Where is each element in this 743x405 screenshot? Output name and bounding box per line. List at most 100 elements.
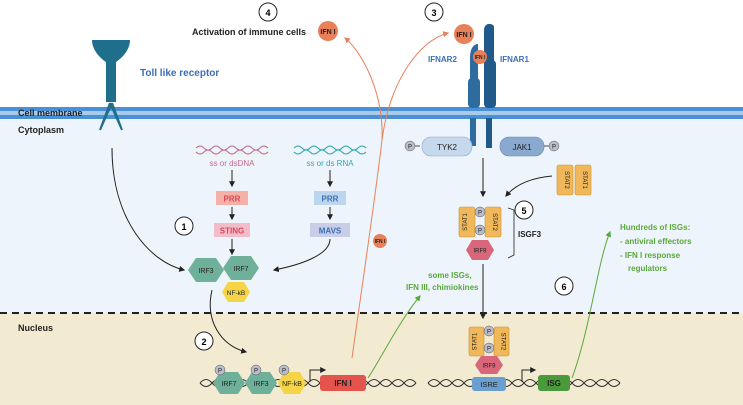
svg-text:IRF9: IRF9 — [473, 249, 487, 255]
tlr-label: Toll like receptor — [140, 68, 219, 79]
svg-text:IRF7: IRF7 — [233, 266, 248, 273]
svg-text:NF-kB: NF-kB — [282, 381, 302, 388]
jak1-kinase: JAK1 — [499, 136, 545, 157]
phospho-tyk2: P — [404, 140, 420, 152]
dna-label: ss or dsDNA — [210, 159, 256, 168]
nucleus-label: Nucleus — [18, 323, 53, 333]
svg-text:P: P — [282, 369, 286, 375]
irf3-protein: IRF3 — [188, 258, 224, 282]
isg-tss-arrow — [521, 367, 537, 382]
dna-strand-2 — [195, 149, 269, 155]
svg-text:ISG: ISG — [547, 379, 561, 388]
svg-text:IFN I: IFN I — [475, 55, 486, 61]
phospho-jak1: P — [544, 140, 560, 152]
ifnar1-label: IFNAR1 — [500, 55, 529, 64]
ifn-export-arrow — [351, 139, 383, 359]
isgf3-nuclear-complex: STAT1 STAT2 P P IRF9 — [468, 325, 510, 374]
svg-text:3: 3 — [431, 8, 436, 18]
ifn-iii-label: IFN III, chimiokines — [406, 283, 479, 292]
svg-text:6: 6 — [561, 282, 566, 292]
some-isgs-arrow — [367, 295, 421, 379]
svg-text:MAVS: MAVS — [319, 227, 342, 236]
svg-text:1: 1 — [181, 222, 186, 232]
nucleus-region — [0, 313, 743, 405]
regulators-label: regulators — [628, 264, 668, 273]
some-isgs-label: some ISGs, — [428, 271, 472, 280]
ifn-response-label: - IFN I response — [620, 251, 681, 260]
svg-text:STING: STING — [220, 227, 244, 236]
ifn-tss-arrow — [309, 367, 327, 382]
ifn-to-receptor-arrow — [381, 31, 450, 141]
svg-text:STAT1: STAT1 — [463, 212, 469, 230]
isgf3-label: ISGF3 — [518, 230, 542, 239]
svg-text:P: P — [478, 211, 482, 217]
svg-text:IFN I: IFN I — [334, 379, 351, 388]
tlr-arrow — [111, 147, 186, 272]
ifnar-receptor — [468, 23, 496, 148]
svg-text:IFN I: IFN I — [375, 239, 386, 245]
ifn-bound-bubble: IFN I — [473, 50, 487, 64]
cytoplasm-region — [0, 118, 743, 313]
svg-text:NF-kB: NF-kB — [227, 290, 245, 297]
antiviral-label: - antiviral effectors — [620, 237, 692, 246]
isre-element: ISRE — [472, 377, 506, 391]
cell-membrane — [0, 107, 743, 119]
svg-text:PRR: PRR — [322, 195, 339, 204]
cytoplasm-label: Cytoplasm — [18, 125, 64, 135]
hundreds-isgs-label: Hundreds of ISGs: — [620, 223, 690, 232]
activation-label: Activation of immune cells — [192, 27, 306, 37]
stat-recruit-arrow — [505, 175, 553, 197]
irf7-protein: IRF7 — [223, 256, 259, 280]
sting-box: STING — [214, 223, 250, 237]
mavs-arrow — [272, 238, 331, 273]
svg-text:IRF9: IRF9 — [482, 364, 496, 370]
nfkb-protein: NF-kB — [222, 282, 250, 302]
dna-right-strand-2 — [427, 379, 621, 387]
svg-text:P: P — [408, 145, 412, 151]
svg-text:IFN I: IFN I — [320, 29, 335, 36]
svg-text:STAT1: STAT1 — [581, 171, 587, 189]
isg-gene: ISG — [538, 375, 570, 391]
step-5-marker: 5 — [514, 200, 534, 220]
ifn-export-bubble: IFN I — [373, 234, 387, 248]
svg-text:STAT2: STAT2 — [563, 171, 569, 189]
ifn-receptor-bubble: IFN I — [454, 24, 474, 44]
svg-text:IRF3: IRF3 — [198, 268, 213, 275]
svg-text:P: P — [552, 145, 556, 151]
svg-text:P: P — [487, 330, 491, 336]
svg-text:P: P — [218, 369, 222, 375]
svg-text:JAK1: JAK1 — [512, 143, 532, 152]
ifn-gene: IFN I — [320, 375, 366, 391]
prr-rna-box: PRR — [314, 191, 346, 205]
irf3-dna-bound: IRF3 P — [245, 364, 277, 394]
tyk2-kinase: TYK2 — [421, 136, 473, 157]
step-2-marker: 2 — [194, 331, 214, 351]
svg-text:ISRE: ISRE — [480, 380, 498, 389]
ifn-to-immune-arrow — [344, 37, 383, 141]
svg-text:STAT2: STAT2 — [491, 213, 497, 231]
svg-text:P: P — [254, 369, 258, 375]
svg-text:IRF7: IRF7 — [221, 381, 236, 388]
step-3-marker: 3 — [424, 2, 444, 22]
free-stat1: STAT1 — [574, 164, 592, 196]
step-4-marker: 4 — [258, 2, 278, 22]
svg-text:4: 4 — [265, 8, 270, 18]
svg-text:2: 2 — [201, 337, 206, 347]
step-1-marker: 1 — [174, 216, 194, 236]
isgf3-complex: STAT1 STAT2 P P IRF9 — [458, 206, 502, 260]
ifnar2-label: IFNAR2 — [428, 55, 457, 64]
svg-text:TYK2: TYK2 — [437, 143, 458, 152]
ifn-activation-bubble: IFN I — [318, 21, 338, 41]
isg-output-arrow — [571, 230, 611, 379]
free-stat2: STAT2 — [556, 164, 574, 196]
mavs-box: MAVS — [310, 223, 350, 237]
rna-label: ss or ds RNA — [306, 159, 354, 168]
svg-text:P: P — [487, 347, 491, 353]
membrane-label: Cell membrane — [18, 108, 83, 118]
svg-text:IFN I: IFN I — [456, 32, 471, 39]
svg-text:PRR: PRR — [224, 195, 241, 204]
svg-text:5: 5 — [521, 206, 526, 216]
rna-strand-2 — [293, 149, 367, 155]
irf7-dna-bound: IRF7 P — [213, 364, 245, 394]
